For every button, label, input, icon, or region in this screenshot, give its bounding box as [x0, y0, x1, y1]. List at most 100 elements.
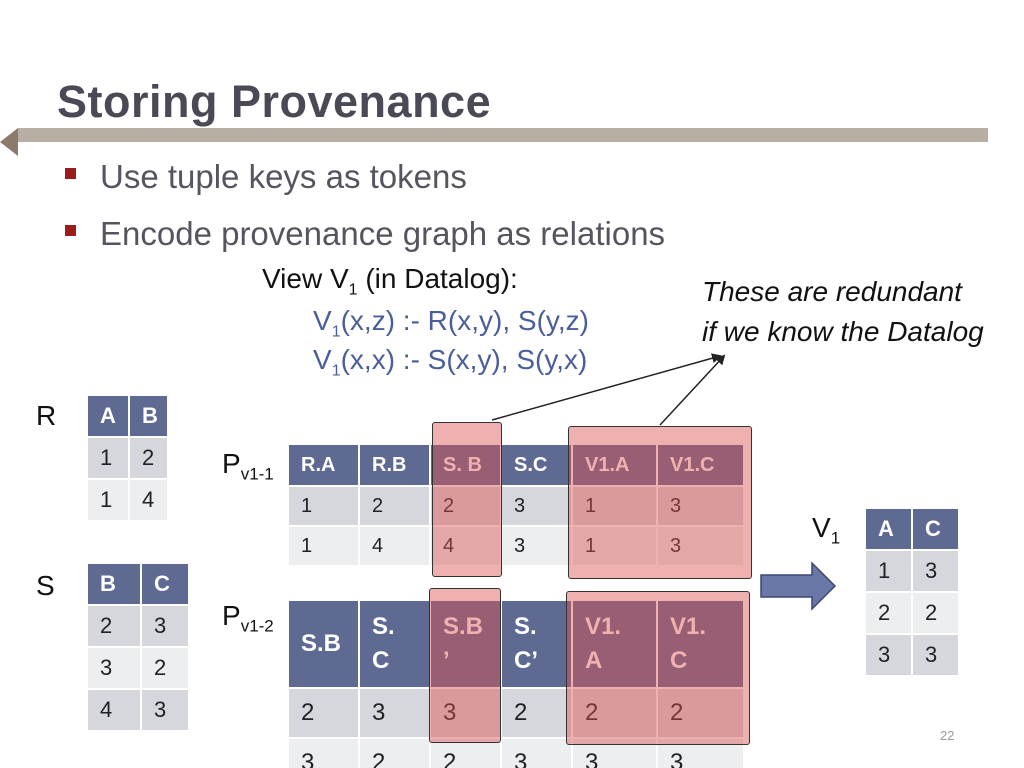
- table-cell: 2: [128, 436, 169, 480]
- bullet-square-icon: [65, 224, 76, 236]
- column-header: B: [128, 394, 169, 438]
- table-cell: 2: [358, 485, 431, 527]
- table-cell: 2: [140, 646, 190, 690]
- title-divider: [18, 128, 988, 142]
- bullet-item: Use tuple keys as tokens: [65, 158, 467, 196]
- table-cell: 1: [571, 485, 658, 527]
- table-cell: 3: [500, 737, 573, 768]
- table-cell: 3: [571, 737, 658, 768]
- table-cell: 2: [571, 687, 658, 739]
- highlight-v1-columns-pv1-1: [568, 426, 752, 579]
- column-header: S. C’: [500, 599, 573, 689]
- table-cell: 1: [86, 436, 130, 480]
- arrow-to-note-from-v1: [659, 354, 726, 426]
- table-cell: 3: [656, 485, 745, 527]
- table-cell: 1: [287, 525, 360, 567]
- table-cell: 3: [656, 525, 745, 567]
- datalog-rule-2: V1(x,x) :- S(x,y), S(y,x): [313, 344, 588, 380]
- table-cell: 4: [358, 525, 431, 567]
- table-cell: 1: [571, 525, 658, 567]
- redundancy-note-line-2: if we know the Datalog: [702, 316, 984, 347]
- table-cell: 2: [86, 604, 142, 648]
- table-cell: 3: [86, 646, 142, 690]
- table-cell: 4: [86, 688, 142, 732]
- title-divider-tip: [0, 128, 18, 156]
- column-header: S. B: [429, 443, 502, 487]
- slide-title: Storing Provenance: [57, 76, 492, 127]
- relation-label-pv1-2: Pv1-2: [222, 600, 274, 636]
- table-cell: 4: [429, 525, 502, 567]
- result-arrow-icon: [760, 561, 837, 611]
- highlight-sb-prime-column-pv1-2: [429, 588, 501, 743]
- table-cell: 3: [500, 485, 573, 527]
- bullet-text: Encode provenance graph as relations: [100, 215, 666, 252]
- relation-label-v1: V1: [812, 512, 841, 548]
- column-header: A: [864, 507, 913, 551]
- table-cell: 3: [358, 687, 431, 739]
- table-cell: 2: [429, 485, 502, 527]
- column-header: V1.C: [656, 443, 745, 487]
- table-cell: 2: [911, 591, 960, 635]
- bullet-square-icon: [65, 167, 76, 179]
- page-number: 22: [940, 728, 955, 743]
- redundancy-note-line-1: These are redundant: [702, 276, 962, 307]
- table-cell: 4: [128, 478, 169, 522]
- table-cell: 1: [864, 549, 913, 593]
- table-cell: 3: [140, 604, 190, 648]
- column-header: A: [86, 394, 130, 438]
- column-header: V1. A: [571, 599, 658, 689]
- datalog-rule-1: V1(x,z) :- R(x,y), S(y,z): [313, 305, 589, 341]
- bullet-text: Use tuple keys as tokens: [100, 158, 467, 195]
- table-cell: 3: [287, 737, 360, 768]
- table-cell: 2: [500, 687, 573, 739]
- column-header: R.B: [358, 443, 431, 487]
- relation-label-pv1-1: Pv1-1: [222, 448, 274, 484]
- table-cell: 3: [911, 633, 960, 677]
- table-cell: 3: [864, 633, 913, 677]
- relation-label-r: R: [36, 400, 57, 431]
- table-cell: 3: [429, 687, 502, 739]
- table-cell: 1: [86, 478, 130, 522]
- column-header: S. C: [358, 599, 431, 689]
- column-header: S.B ’: [429, 599, 502, 689]
- column-header: V1. C: [656, 599, 745, 689]
- table-cell: 3: [500, 525, 573, 567]
- column-header: S.B: [287, 599, 360, 689]
- table-cell: 3: [140, 688, 190, 732]
- relation-label-s: S: [36, 570, 55, 601]
- table-cell: 2: [656, 687, 745, 739]
- column-header: B: [86, 562, 142, 606]
- table-cell: 1: [287, 485, 360, 527]
- column-header: V1.A: [571, 443, 658, 487]
- bullet-item: Encode provenance graph as relations: [65, 215, 665, 253]
- highlight-sb-column-pv1-1: [432, 422, 502, 577]
- column-header: S.C: [500, 443, 573, 487]
- table-cell: 2: [287, 687, 360, 739]
- column-header: R.A: [287, 443, 360, 487]
- highlight-v1-columns-pv1-2: [566, 591, 750, 745]
- column-header: C: [911, 507, 960, 551]
- column-header: C: [140, 562, 190, 606]
- view-heading: View V1 (in Datalog):: [262, 263, 518, 299]
- table-cell: 2: [358, 737, 431, 768]
